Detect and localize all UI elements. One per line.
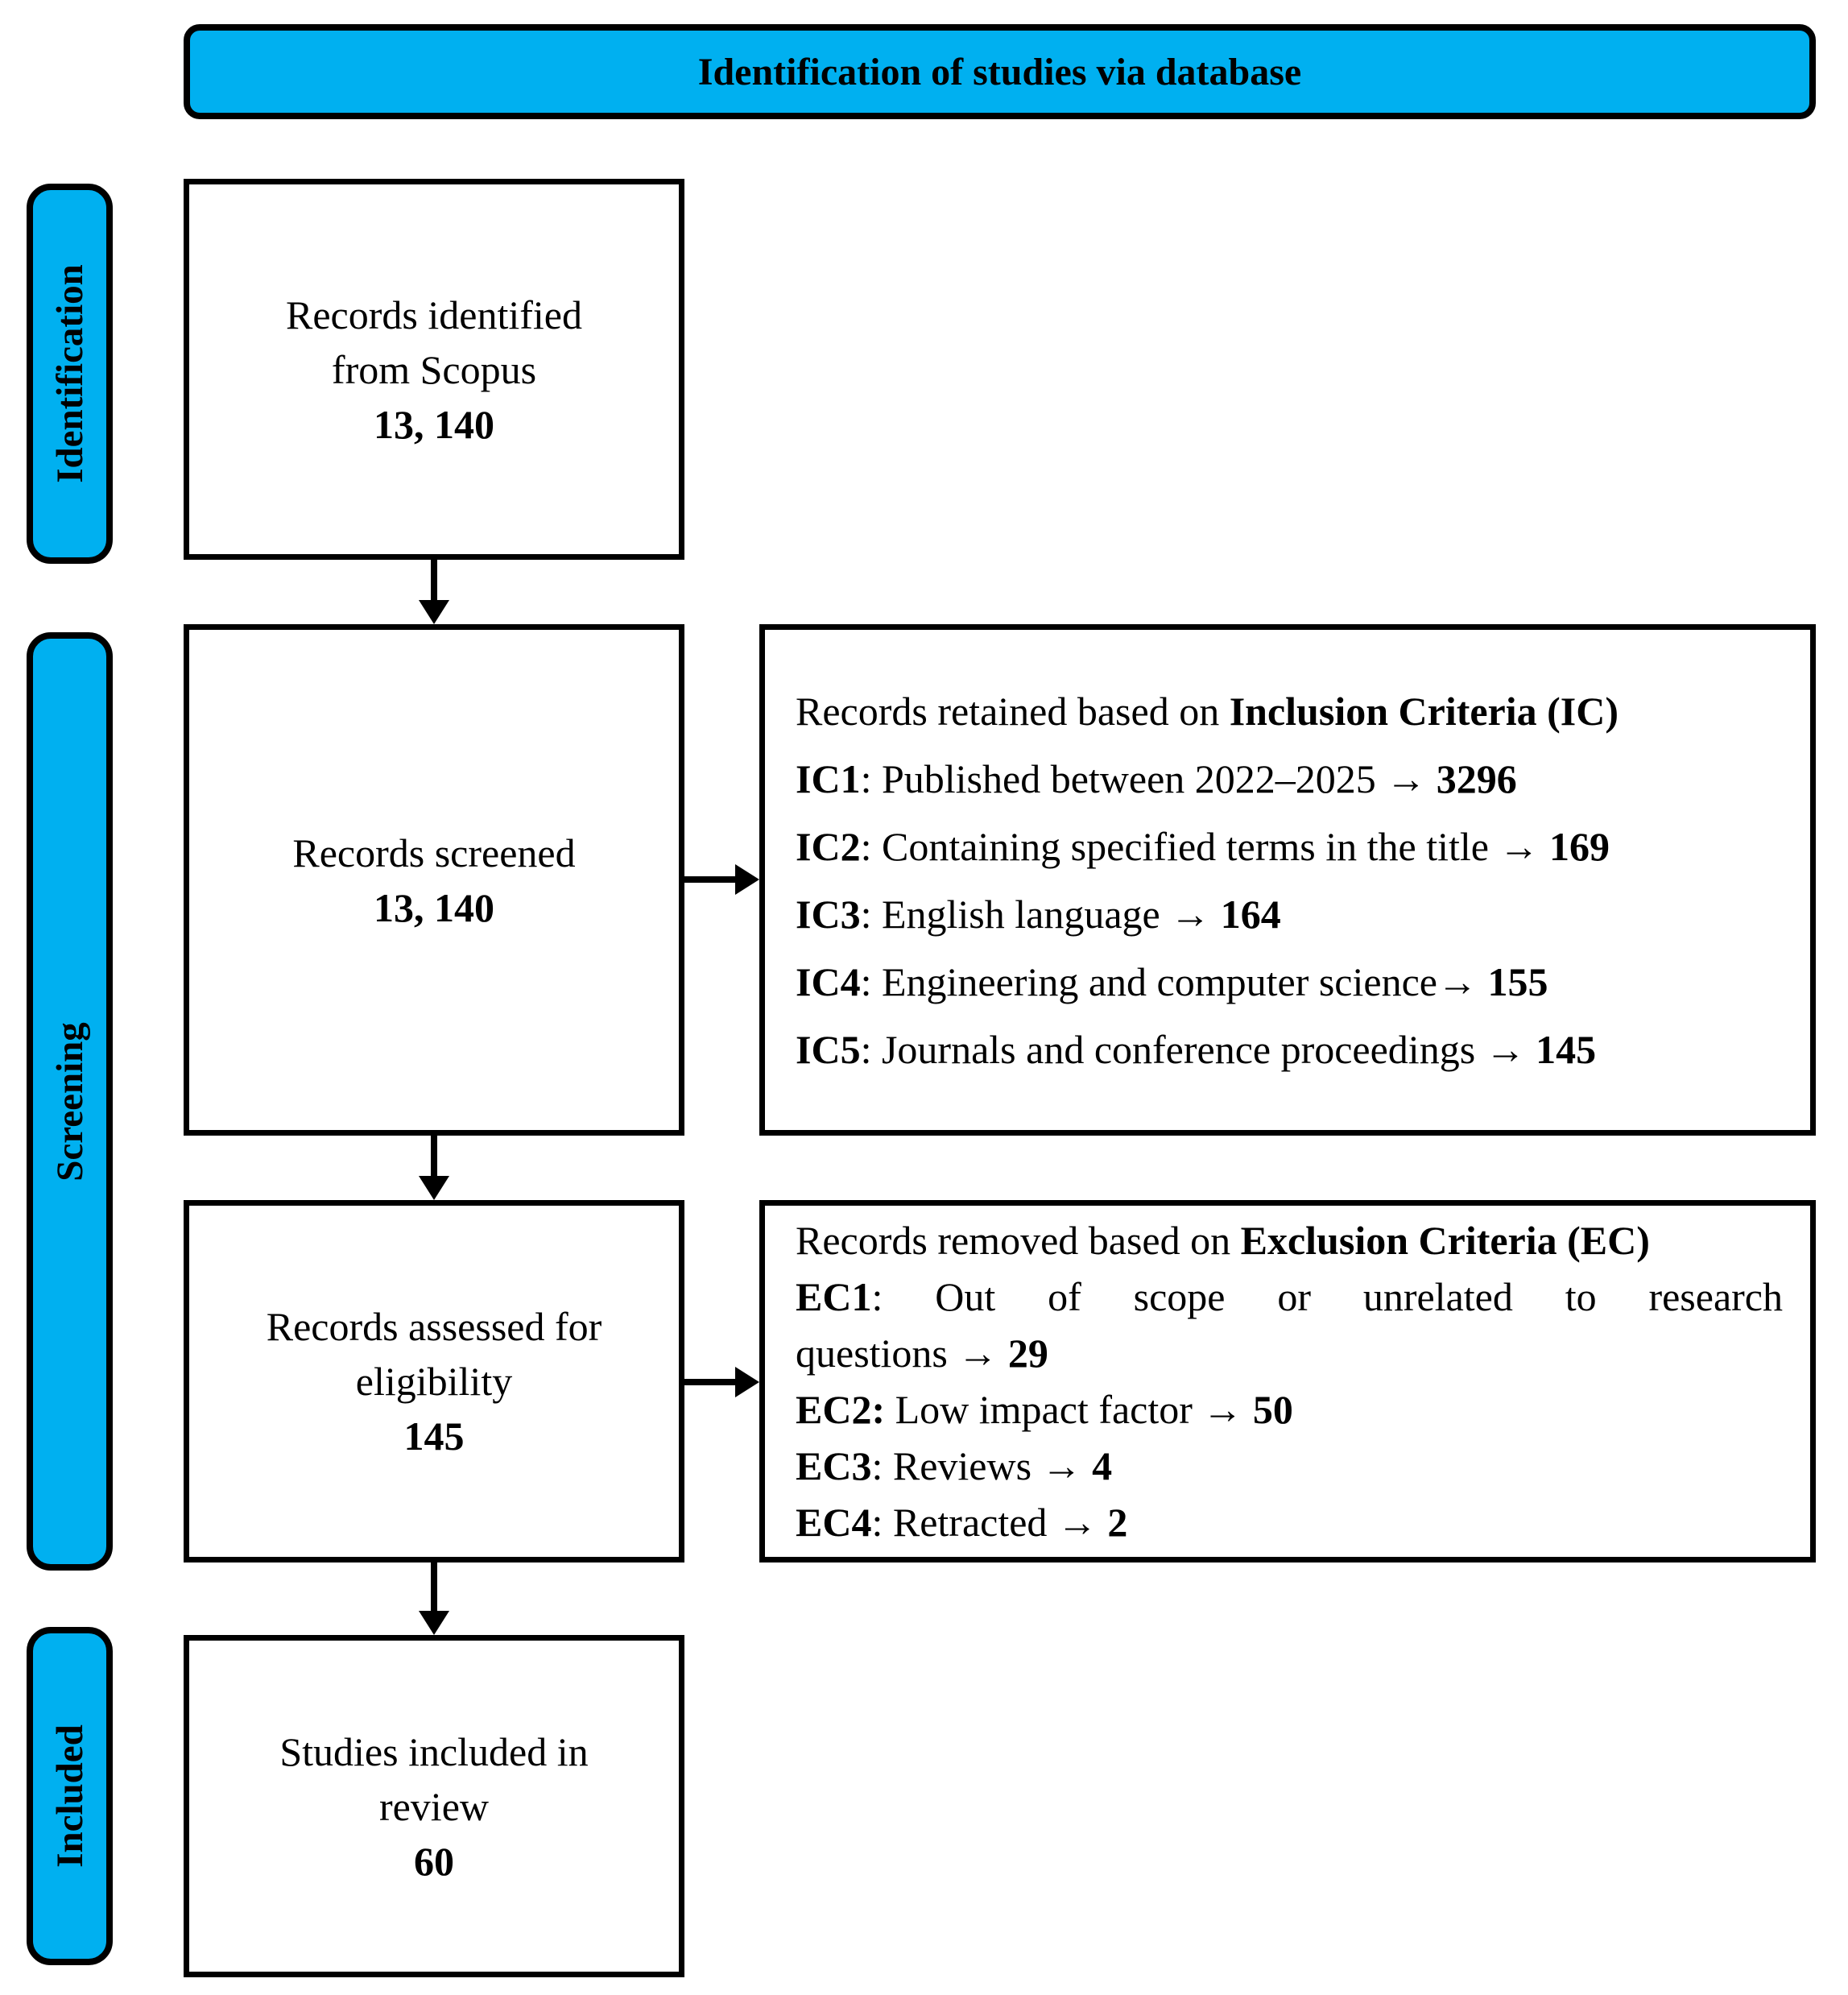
criteria-value: 2 [1107, 1500, 1128, 1545]
box-text-line: eligibility [355, 1359, 513, 1404]
exclusion-item-ec4: EC4: Retracted → 2 [796, 1494, 1783, 1550]
exclusion-item-ec2: EC2: Low impact factor → 50 [796, 1381, 1783, 1438]
criteria-text: : Out of scope or unrelated to research [871, 1274, 1783, 1319]
box-text-line: Studies included in [279, 1728, 589, 1774]
criteria-label: EC2: [796, 1387, 886, 1432]
criteria-text: : Reviews → [871, 1443, 1093, 1488]
stage-label-included: Included [48, 1724, 91, 1868]
criteria-text: : Published between 2022–2025 → [860, 755, 1437, 801]
criteria-text: questions → [796, 1331, 1008, 1376]
criteria-label: EC4 [796, 1500, 872, 1545]
criteria-label: EC3 [796, 1443, 872, 1488]
stage-pill-identification: Identification [27, 184, 113, 564]
box-studies-included: Studies included in review 60 [184, 1635, 684, 1977]
box-text-line: review [378, 1783, 490, 1829]
arrow-eligibility-to-exclusion-criteria [684, 1367, 759, 1397]
box-text-line: Records assessed for [266, 1304, 602, 1349]
box-inclusion-criteria: Records retained based on Inclusion Crit… [759, 624, 1816, 1136]
stage-label-screening: Screening [48, 1021, 91, 1182]
criteria-value: 29 [1007, 1331, 1048, 1376]
arrow-identified-to-screened [419, 560, 449, 624]
arrow-stem [431, 560, 437, 602]
box-text-line: Records screened [292, 830, 576, 875]
criteria-text: : Journals and conference proceedings → [860, 1026, 1536, 1072]
arrow-head-right-icon [735, 864, 759, 895]
criteria-value: 50 [1252, 1387, 1293, 1432]
inclusion-item-ic1: IC1: Published between 2022–2025 → 3296 [796, 745, 1783, 813]
exclusion-header-prefix: Records removed based on [796, 1218, 1241, 1263]
box-records-screened: Records screened 13, 140 [184, 624, 684, 1136]
box-text-line: Records identified [286, 292, 582, 337]
exclusion-item-ec1-line1: EC1: Out of scope or unrelated to resear… [796, 1269, 1783, 1325]
arrow-head-down-icon [419, 600, 449, 624]
inclusion-header-prefix: Records retained based on [796, 688, 1230, 734]
inclusion-header: Records retained based on Inclusion Crit… [796, 677, 1783, 745]
criteria-text: : Engineering and computer science→ [860, 958, 1488, 1004]
inclusion-item-ic2: IC2: Containing specified terms in the t… [796, 813, 1783, 880]
exclusion-header-emphasis: Exclusion Criteria (EC) [1240, 1218, 1650, 1263]
criteria-text: Low impact factor → [885, 1387, 1253, 1432]
arrow-screened-to-eligibility [419, 1136, 449, 1200]
inclusion-item-ic4: IC4: Engineering and computer science→ 1… [796, 948, 1783, 1016]
criteria-label: IC3 [796, 891, 861, 937]
criteria-label: IC2 [796, 823, 861, 869]
stage-pill-included: Included [27, 1627, 113, 1965]
arrow-head-down-icon [419, 1611, 449, 1635]
criteria-text: : English language → [860, 891, 1221, 937]
exclusion-item-ec3: EC3: Reviews → 4 [796, 1438, 1783, 1494]
criteria-text: : Retracted → [871, 1500, 1108, 1545]
exclusion-header: Records removed based on Exclusion Crite… [796, 1212, 1783, 1269]
criteria-value: 4 [1092, 1443, 1113, 1488]
criteria-value: 155 [1487, 958, 1548, 1004]
stage-pill-screening: Screening [27, 632, 113, 1571]
box-records-assessed-eligibility: Records assessed for eligibility 145 [184, 1200, 684, 1562]
arrow-head-down-icon [419, 1176, 449, 1200]
criteria-value: 164 [1220, 891, 1281, 937]
arrow-eligibility-to-included [419, 1562, 449, 1635]
arrow-stem [684, 876, 737, 883]
inclusion-item-ic5: IC5: Journals and conference proceedings… [796, 1016, 1783, 1083]
arrow-head-right-icon [735, 1367, 759, 1397]
box-count: 145 [403, 1413, 465, 1459]
arrow-stem [431, 1136, 437, 1178]
box-records-identified: Records identified from Scopus 13, 140 [184, 179, 684, 560]
arrow-screened-to-inclusion-criteria [684, 864, 759, 895]
criteria-label: IC1 [796, 755, 861, 801]
criteria-text: : Containing specified terms in the titl… [860, 823, 1549, 869]
criteria-value: 145 [1536, 1026, 1597, 1072]
banner-title: Identification of studies via database [697, 50, 1302, 93]
box-count: 60 [414, 1838, 454, 1884]
criteria-value: 169 [1548, 823, 1610, 869]
box-exclusion-criteria: Records removed based on Exclusion Crite… [759, 1200, 1816, 1562]
criteria-value: 3296 [1436, 755, 1517, 801]
inclusion-header-emphasis: Inclusion Criteria (IC) [1229, 688, 1619, 734]
arrow-stem [431, 1562, 437, 1612]
stage-label-identification: Identification [48, 264, 91, 483]
box-text-line: from Scopus [331, 346, 537, 392]
arrow-stem [684, 1379, 737, 1385]
criteria-label: IC5 [796, 1026, 861, 1072]
box-count: 13, 140 [374, 884, 494, 930]
banner-identification-via-database: Identification of studies via database [184, 24, 1816, 119]
criteria-label: IC4 [796, 958, 861, 1004]
inclusion-item-ic3: IC3: English language → 164 [796, 880, 1783, 948]
box-count: 13, 140 [374, 401, 494, 447]
exclusion-item-ec1-line2: questions → 29 [796, 1325, 1783, 1381]
criteria-label: EC1 [796, 1274, 872, 1319]
